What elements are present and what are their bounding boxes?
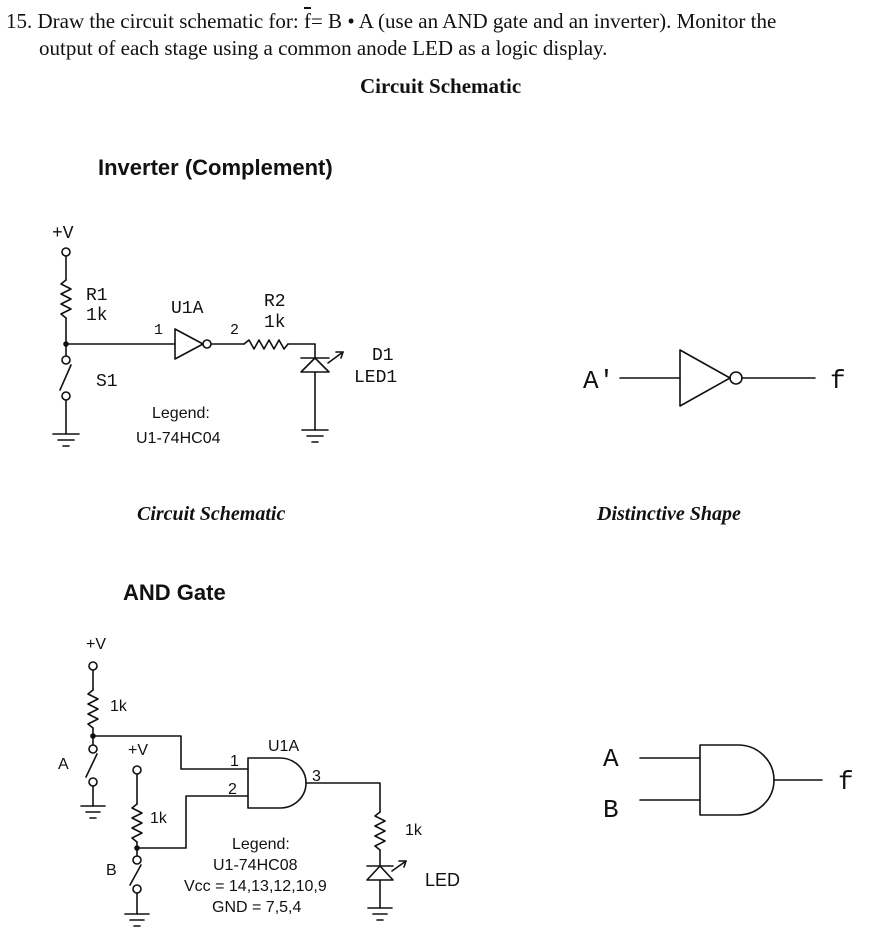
inverter-symbol-input: A' <box>583 366 615 396</box>
inverter-legend-ic: U1-74HC04 <box>136 430 221 447</box>
u1a-inverter-gate <box>174 328 204 360</box>
d1-emission-arrow <box>327 351 344 364</box>
f-bar-symbol: f <box>303 9 311 33</box>
u1a-inverter-name: U1A <box>171 299 204 319</box>
inverter-supply-label: +V <box>52 224 74 244</box>
switch-a-bottom-terminal <box>88 777 98 787</box>
switch-s1-label: S1 <box>96 372 118 392</box>
and-legend-title: Legend: <box>232 836 290 853</box>
s1-bottom-terminal <box>61 391 71 401</box>
r1-name: R1 <box>86 286 108 306</box>
r1-resistor <box>60 279 72 319</box>
switch-a-top-terminal <box>88 744 98 754</box>
question-post: (use an AND gate and an inverter). Monit… <box>378 9 777 33</box>
and-legend-gnd: GND = 7,5,4 <box>212 899 302 916</box>
and-led-emission-arrow <box>391 860 407 872</box>
d1-led-triangle <box>300 357 330 373</box>
r2-name: R2 <box>264 292 286 312</box>
switch-b-label: B <box>106 862 117 879</box>
and-gate-title: AND Gate <box>123 580 226 605</box>
and-pin-3: 3 <box>312 768 321 785</box>
inverter-symbol-triangle <box>679 349 731 407</box>
d1-name: D1 <box>372 346 394 366</box>
section-title: Circuit Schematic <box>360 74 522 98</box>
s1-top-terminal <box>61 355 71 365</box>
and-symbol-gate <box>699 744 775 816</box>
inverter-supply-terminal <box>61 247 71 257</box>
and-supply-a-terminal <box>88 661 98 671</box>
r2-resistor <box>243 339 289 350</box>
u1a-inverter-bubble <box>202 339 212 349</box>
switch-a-blade <box>85 753 98 778</box>
inverter-legend-title: Legend: <box>152 405 210 422</box>
and-output-resistor <box>374 811 386 851</box>
and-supply-b-label: +V <box>128 742 149 759</box>
u1a-and-gate <box>247 757 307 809</box>
and-symbol-input-a: A <box>603 744 619 774</box>
switch-b-bottom-terminal <box>132 884 142 894</box>
and-pin-1: 1 <box>230 753 239 770</box>
r1-value: 1k <box>86 306 108 326</box>
switch-a-label: A <box>58 756 69 773</box>
inverter-symbol-bubble <box>729 371 743 385</box>
and-symbol-input-b: B <box>603 795 619 825</box>
u1a-and-name: U1A <box>268 738 300 755</box>
and-output-wire <box>305 782 381 813</box>
and-output-resistor-value: 1k <box>405 822 422 839</box>
question-number: 15. <box>6 9 33 33</box>
and-supply-b-terminal <box>132 765 142 775</box>
and-pin-2: 2 <box>228 781 237 798</box>
and-resistor-b-value: 1k <box>150 810 167 827</box>
inverter-schematic-caption: Circuit Schematic <box>137 503 286 525</box>
and-led-label: LED <box>425 870 461 890</box>
led1-part: LED1 <box>354 368 398 388</box>
and-supply-a-label: +V <box>86 636 107 653</box>
r2-value: 1k <box>264 313 286 333</box>
inverter-symbol-output: f <box>830 366 846 396</box>
and-symbol-output: f <box>838 767 854 797</box>
inverter-title: Inverter (Complement) <box>98 155 333 180</box>
question-line2: output of each stage using a common anod… <box>39 36 608 60</box>
and-resistor-b <box>131 803 143 843</box>
and-led-triangle <box>366 865 394 881</box>
and-resistor-a <box>87 689 99 729</box>
inverter-pin-out: 2 <box>230 322 240 339</box>
distinctive-shape-caption: Distinctive Shape <box>597 503 741 525</box>
and-legend-ic: U1-74HC08 <box>213 857 298 874</box>
and-led-emission-arrowhead <box>398 860 407 868</box>
switch-b-top-terminal <box>132 855 142 865</box>
and-resistor-a-value: 1k <box>110 698 127 715</box>
question-pre: Draw the circuit schematic for: <box>37 9 299 33</box>
question-text: 15. Draw the circuit schematic for: f= B… <box>6 8 866 62</box>
inverter-pin-in: 1 <box>154 322 164 339</box>
d1-emission-arrowhead <box>335 351 344 359</box>
node-a-to-pin1-wire <box>92 735 249 770</box>
and-legend-vcc: Vcc = 14,13,12,10,9 <box>184 878 327 895</box>
question-expression: = B • A <box>310 9 373 33</box>
s1-switch-blade <box>59 364 72 391</box>
node-b-to-pin2-wire <box>136 795 249 849</box>
switch-b-blade <box>129 864 142 886</box>
